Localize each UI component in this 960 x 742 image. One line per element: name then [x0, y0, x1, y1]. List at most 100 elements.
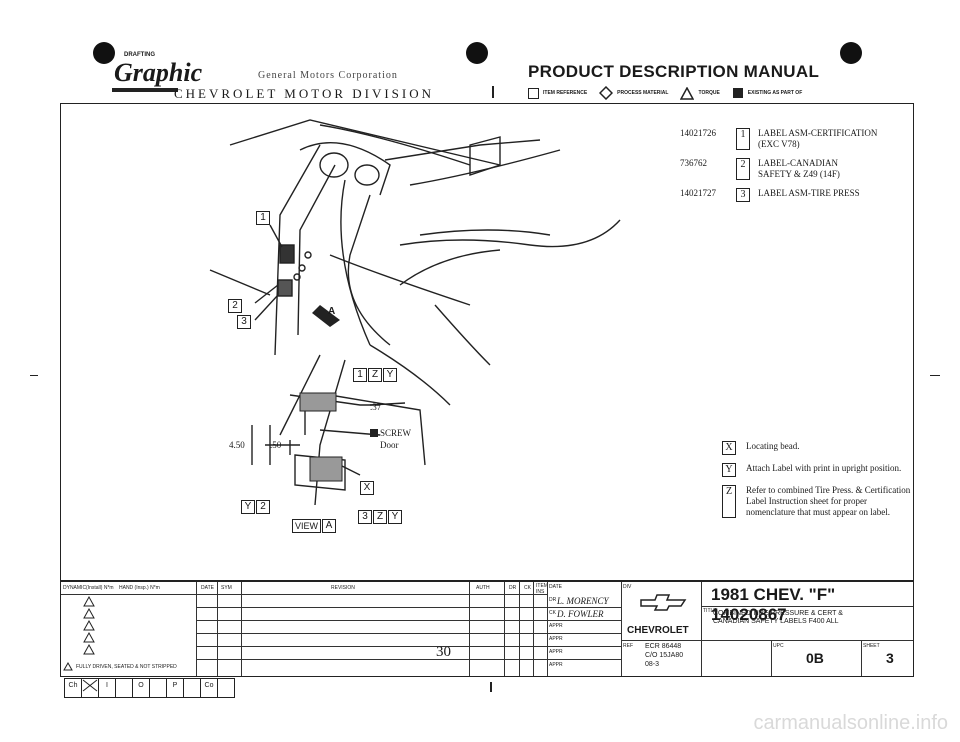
- edge-tick-left: [30, 375, 38, 376]
- part-description: LABEL ASM-CERTIFICATION (EXC V78): [758, 128, 878, 149]
- center-tick: [492, 86, 494, 98]
- col-ck: CK: [524, 585, 531, 591]
- code-cell: I: [99, 679, 116, 697]
- parts-list: 14021726 1 LABEL ASM-CERTIFICATION (EXC …: [680, 128, 877, 210]
- ref-line: C/O 15JA80: [645, 652, 684, 659]
- appr-label: APPR: [549, 649, 563, 655]
- ref-x: X: [360, 481, 374, 495]
- binder-hole-right: [840, 42, 862, 64]
- col-date: DATE: [201, 585, 214, 591]
- division-name: CHEVROLET MOTOR DIVISION: [174, 86, 435, 101]
- legend-torque: TORQUE: [698, 90, 720, 96]
- legend-item-reference: ITEM REFERENCE: [543, 90, 588, 96]
- sheet-value: 3: [886, 650, 894, 666]
- appr-label: APPR: [549, 623, 563, 629]
- col-item: ITEM INS: [536, 583, 548, 595]
- item-ref: 2: [736, 158, 750, 180]
- appr-label: APPR: [549, 662, 563, 668]
- view-arrow: [312, 305, 340, 327]
- col-dr: DR: [509, 585, 517, 591]
- sheet-handwritten-number: 30: [436, 644, 451, 660]
- drawing-subtitle: COMBINED TIRE PRESSURE & CERT & CANADIAN…: [713, 610, 843, 625]
- triangle-icon: [83, 620, 95, 631]
- existing-part-icon: [370, 429, 378, 437]
- note-row: Y Attach Label with print in upright pos…: [722, 463, 916, 477]
- binder-hole-left: [93, 42, 115, 64]
- triangle-icon: [83, 608, 95, 619]
- watermark: carmanualsonline.info: [753, 712, 948, 734]
- revision-triangles: [83, 596, 95, 655]
- division-name: CHEVROLET: [627, 625, 689, 636]
- logo-text: Graphic: [114, 58, 203, 87]
- triangle-icon: [83, 644, 95, 655]
- ref-line: ECR 86448: [645, 643, 682, 650]
- binder-hole-center: [466, 42, 488, 64]
- ck-value: D. FOWLER: [557, 609, 604, 619]
- screw-label: SCREW: [380, 428, 412, 438]
- code-strip: Ch I O P Co: [64, 678, 235, 698]
- note-text: Refer to combined Tire Press. & Certific…: [746, 485, 911, 517]
- drawing-title: 1981 CHEV. "F" 14020867: [711, 585, 836, 624]
- triangle-icon: [680, 86, 695, 100]
- ref-box: 3: [358, 510, 372, 524]
- square-icon: [528, 87, 539, 99]
- edge-tick-bottom: [490, 682, 492, 692]
- upc-value: 0B: [806, 650, 824, 666]
- door-label: Door: [380, 440, 399, 450]
- triangle-icon: [63, 662, 73, 671]
- ref-label: REF: [623, 643, 633, 649]
- chevrolet-bowtie-logo: [640, 594, 687, 611]
- legend-existing: EXISTING AS PART OF: [747, 90, 803, 96]
- ref-box: Y: [241, 500, 255, 514]
- col-revision: REVISION: [331, 585, 355, 591]
- callout-3: 3: [237, 315, 251, 329]
- view-label: VIEW: [292, 519, 322, 533]
- note-row: X Locating bead.: [722, 441, 916, 455]
- triangle-icon: [83, 596, 95, 607]
- screw-note: SCREW: [370, 428, 411, 438]
- triangle-icon: [83, 632, 95, 643]
- note-ref: Z: [722, 485, 736, 518]
- title-block: DYNAMIC(Install) N*m HAND (Insp.) N*m DA…: [60, 581, 914, 677]
- part-row: 14021727 3 LABEL ASM-TIRE PRESS: [680, 188, 877, 202]
- ref-box: Y: [388, 510, 402, 524]
- note-text: Attach Label with print in upright posit…: [746, 463, 902, 473]
- notes-list: X Locating bead. Y Attach Label with pri…: [722, 441, 916, 526]
- col-sym: SYM: [221, 585, 232, 591]
- part-row: 14021726 1 LABEL ASM-CERTIFICATION (EXC …: [680, 128, 877, 150]
- part-row: 736762 2 LABEL-CANADIAN SAFETY & Z49 (14…: [680, 158, 877, 180]
- corp-name: General Motors Corporation: [258, 70, 398, 81]
- dimension-450: 4.50: [229, 440, 245, 450]
- part-number: 14021726: [680, 128, 716, 138]
- col-dynamic: DYNAMIC(Install) N*m: [63, 585, 114, 591]
- item-ref: 1: [736, 128, 750, 150]
- part-number: 736762: [680, 158, 707, 168]
- dr-value: L. MORENCY: [557, 596, 609, 606]
- door-jamb-diagram: [209, 119, 621, 506]
- part-description: LABEL ASM-TIRE PRESS: [758, 188, 860, 198]
- item-ref: 3: [736, 188, 750, 202]
- logo-bar: [112, 88, 178, 92]
- existing-part-icon: [732, 88, 743, 98]
- date-label: DATE: [549, 584, 562, 590]
- code-cell: O: [133, 679, 150, 697]
- code-cell: [150, 679, 167, 697]
- view-a-label: VIEW A: [292, 519, 337, 533]
- footnote-text: FULLY DRIVEN, SEATED & NOT STRIPPED: [76, 663, 177, 670]
- note-ref: X: [722, 441, 736, 455]
- ck-label: CK: [549, 610, 556, 616]
- ref-group-y2: Y 2: [241, 500, 270, 514]
- col-hand: HAND (Insp.) N*m: [119, 585, 160, 591]
- appr-label: APPR: [549, 636, 563, 642]
- ref-box: 1: [353, 368, 367, 382]
- part-number: 14021727: [680, 188, 716, 198]
- drawing-frame: [60, 103, 914, 581]
- edge-tick-right: [930, 375, 940, 376]
- callout-1: 1: [256, 211, 270, 225]
- note-text: Locating bead.: [746, 441, 800, 451]
- graphic-logo: DRAFTING Graphic: [112, 52, 202, 94]
- footnote: FULLY DRIVEN, SEATED & NOT STRIPPED: [63, 662, 177, 671]
- code-cell: Ch: [65, 679, 82, 697]
- ref-line: 08-3: [645, 661, 660, 668]
- code-cell-crossed: [82, 679, 99, 697]
